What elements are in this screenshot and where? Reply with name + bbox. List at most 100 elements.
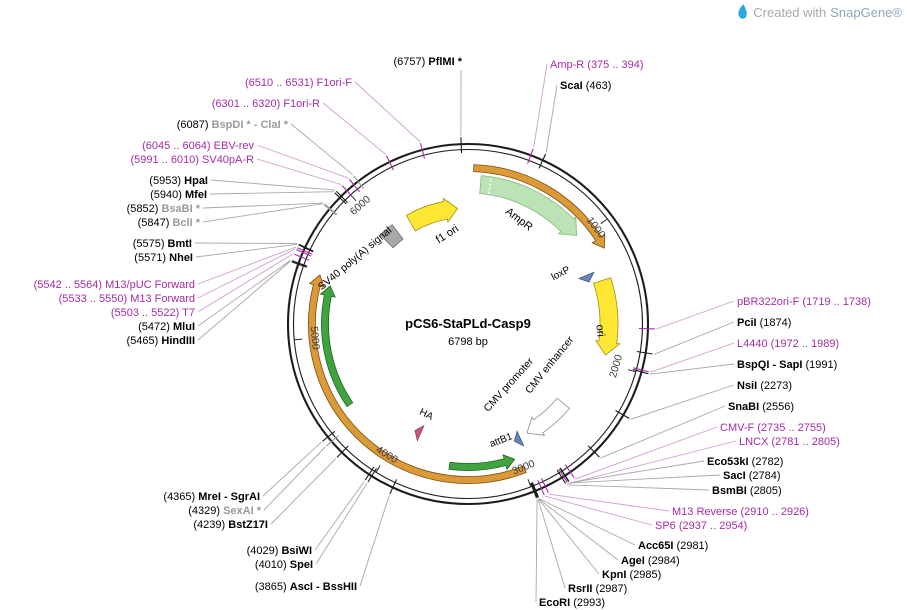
plasmid-name: pCS6-StaPLd-Casp9 [405, 316, 531, 331]
leader-line-pbr322ori-f-1719-1738 [656, 300, 735, 330]
site-label-agei[interactable]: AgeI (2984) [621, 555, 680, 567]
site-label-sp6-2937-2954[interactable]: SP6 (2937 .. 2954) [655, 520, 747, 532]
site-tick-bsmbi [556, 469, 567, 484]
leader-line-saci [569, 474, 721, 484]
scale-label-6000: 6000 [348, 193, 373, 218]
leader-line-agei [538, 498, 619, 561]
site-label-5503-5522-t7[interactable]: (5503 .. 5522) T7 [111, 307, 195, 319]
site-label-mfei[interactable]: (5940) MfeI [150, 189, 207, 201]
leader-line-nhei [195, 243, 298, 258]
feature-ori[interactable] [593, 277, 621, 356]
site-label-mrei-sgrai[interactable]: (4365) MreI - SgrAI [163, 491, 260, 503]
site-label-bsiwi[interactable]: (4029) BsiWI [247, 545, 312, 557]
site-label-5991-6010-sv40pa-r[interactable]: (5991 .. 6010) SV40pA-R [130, 154, 254, 166]
leader-line-rsrii [537, 498, 566, 589]
site-label-cmv-f-2735-2755[interactable]: CMV-F (2735 .. 2755) [720, 422, 826, 434]
site-label-scai[interactable]: ScaI (463) [560, 80, 611, 92]
feature-sv40-poly-a-signal[interactable] [379, 224, 404, 249]
leader-line-sexai [263, 446, 326, 511]
site-label-hpai[interactable]: (5953) HpaI [149, 175, 208, 187]
feature-stapld-casp9-orf[interactable] [308, 274, 527, 484]
site-label-bspqi-sapi[interactable]: BspQI - SapI (1991) [737, 359, 837, 371]
site-label-pflmi[interactable]: (6757) PflMI * [394, 56, 463, 68]
watermark-brand: SnapGene® [830, 4, 902, 20]
site-tick-bsabi [324, 203, 338, 215]
site-label-acc65i[interactable]: Acc65I (2981) [638, 540, 708, 552]
site-label-amp-r-375-394[interactable]: Amp-R (375 .. 394) [550, 59, 644, 71]
site-tick-mlui [291, 260, 308, 267]
feature-label-ha: HA [417, 407, 435, 423]
site-label-5542-5564-m13-puc-forward[interactable]: (5542 .. 5564) M13/pUC Forward [34, 279, 195, 291]
scale-label-2000: 2000 [607, 353, 625, 379]
feature-orf-ampr-region[interactable] [473, 164, 606, 249]
leader-line-hpai [210, 179, 336, 191]
site-label-rsrii[interactable]: RsrII (2987) [568, 583, 627, 595]
site-label-eco53ki[interactable]: Eco53kI (2782) [707, 456, 783, 468]
feature-cds-segment-left[interactable] [319, 285, 354, 408]
site-label-lncx-2781-2805[interactable]: LNCX (2781 .. 2805) [739, 436, 840, 448]
site-label-pbr322ori-f-1719-1738[interactable]: pBR322ori-F (1719 .. 1738) [737, 296, 871, 308]
leader-line-mlui [197, 259, 291, 327]
site-tick-pcii [636, 350, 653, 355]
leader-line-bsiwi [314, 481, 365, 551]
feature-ampr[interactable] [479, 175, 578, 237]
leader-line-m13-reverse-2910-2926 [549, 493, 670, 512]
site-label-bspdi-clai[interactable]: (6087) BspDI * - ClaI * [177, 119, 289, 131]
site-label-5533-5550-m13-forward[interactable]: (5533 .. 5550) M13 Forward [59, 293, 195, 305]
leader-line-6510-6531-f1ori-f [354, 81, 421, 143]
feature-attb1[interactable] [513, 430, 525, 447]
site-label-bstz17i[interactable]: (4239) BstZ17I [193, 519, 268, 531]
site-label-l4440-1972-1989[interactable]: L4440 (1972 .. 1989) [737, 338, 839, 350]
site-tick-6301-6320-f1ori-r [386, 155, 394, 171]
site-tick-ecori [530, 482, 538, 499]
leader-line-l4440-1972-1989 [650, 342, 735, 373]
feature-ampr-signal-boundary [488, 177, 492, 194]
feature-cds-segment-bottom[interactable] [448, 454, 516, 471]
plasmid-backbone-inner [292, 148, 644, 500]
site-tick-mfei [334, 192, 347, 205]
site-label-ecori[interactable]: EcoRI (2993) [539, 597, 605, 609]
site-tick-pflmi [460, 137, 463, 154]
site-label-saci[interactable]: SacI (2784) [723, 470, 781, 482]
leader-line-amp-r-375-394 [533, 63, 548, 148]
leader-line-bcli [202, 203, 323, 223]
leader-line-kpni [538, 498, 600, 575]
site-tick-bspqi-sapi [632, 368, 649, 375]
site-label-asci-bsshii[interactable]: (3865) AscI - BssHII [255, 581, 357, 593]
site-label-sexai[interactable]: (4329) SexAI * [188, 505, 261, 517]
leader-line-scai [545, 84, 558, 153]
site-tick-hpai [336, 190, 348, 203]
site-label-nsii[interactable]: NsiI (2273) [737, 380, 792, 392]
site-tick-sexai [325, 435, 339, 447]
site-label-bcli[interactable]: (5847) BclI * [138, 217, 201, 229]
leader-line-nsii [630, 384, 735, 420]
site-label-bmti[interactable]: (5575) BmtI [133, 238, 192, 250]
site-tick-5542-5564-m13-puc-forward [297, 247, 313, 255]
leader-line-5503-5522-t7 [197, 253, 294, 313]
site-label-m13-reverse-2910-2926[interactable]: M13 Reverse (2910 .. 2926) [672, 506, 809, 518]
site-label-6045-6064-ebv-rev[interactable]: (6045 .. 6064) EBV-rev [142, 140, 254, 152]
feature-label-f1-ori: f1 ori [434, 223, 461, 246]
site-label-bsabi[interactable]: (5852) BsaBI * [127, 203, 201, 215]
leader-line-5533-5550-m13-forward [197, 248, 296, 299]
site-label-kpni[interactable]: KpnI (2985) [602, 569, 661, 581]
site-label-nhei[interactable]: (5571) NheI [134, 252, 193, 264]
feature-loxp[interactable] [577, 271, 595, 283]
site-label-6301-6320-f1ori-r[interactable]: (6301 .. 6320) F1ori-R [212, 98, 320, 110]
site-label-6510-6531-f1ori-f[interactable]: (6510 .. 6531) F1ori-F [245, 77, 352, 89]
site-tick-saci [559, 467, 570, 482]
site-tick-bspdi-clai [353, 175, 364, 189]
feature-ha[interactable] [414, 424, 425, 442]
site-label-hindiii[interactable]: (5465) HindIII [127, 335, 195, 347]
site-label-spei[interactable]: (4010) SpeI [255, 559, 313, 571]
site-label-bsmbi[interactable]: BsmBI (2805) [712, 485, 782, 497]
site-tick-cmv-f-2735-2755 [564, 464, 575, 479]
feature-f1-ori[interactable] [405, 197, 459, 232]
site-label-pcii[interactable]: PciI (1874) [737, 317, 791, 329]
site-label-mlui[interactable]: (5472) MluI [138, 321, 195, 333]
site-tick-5533-5550-m13-forward [296, 249, 312, 257]
site-tick-lncx-2781-2805 [558, 468, 568, 483]
site-label-snabi[interactable]: SnaBI (2556) [728, 401, 794, 413]
feature-cmv-promoter[interactable] [526, 397, 571, 436]
